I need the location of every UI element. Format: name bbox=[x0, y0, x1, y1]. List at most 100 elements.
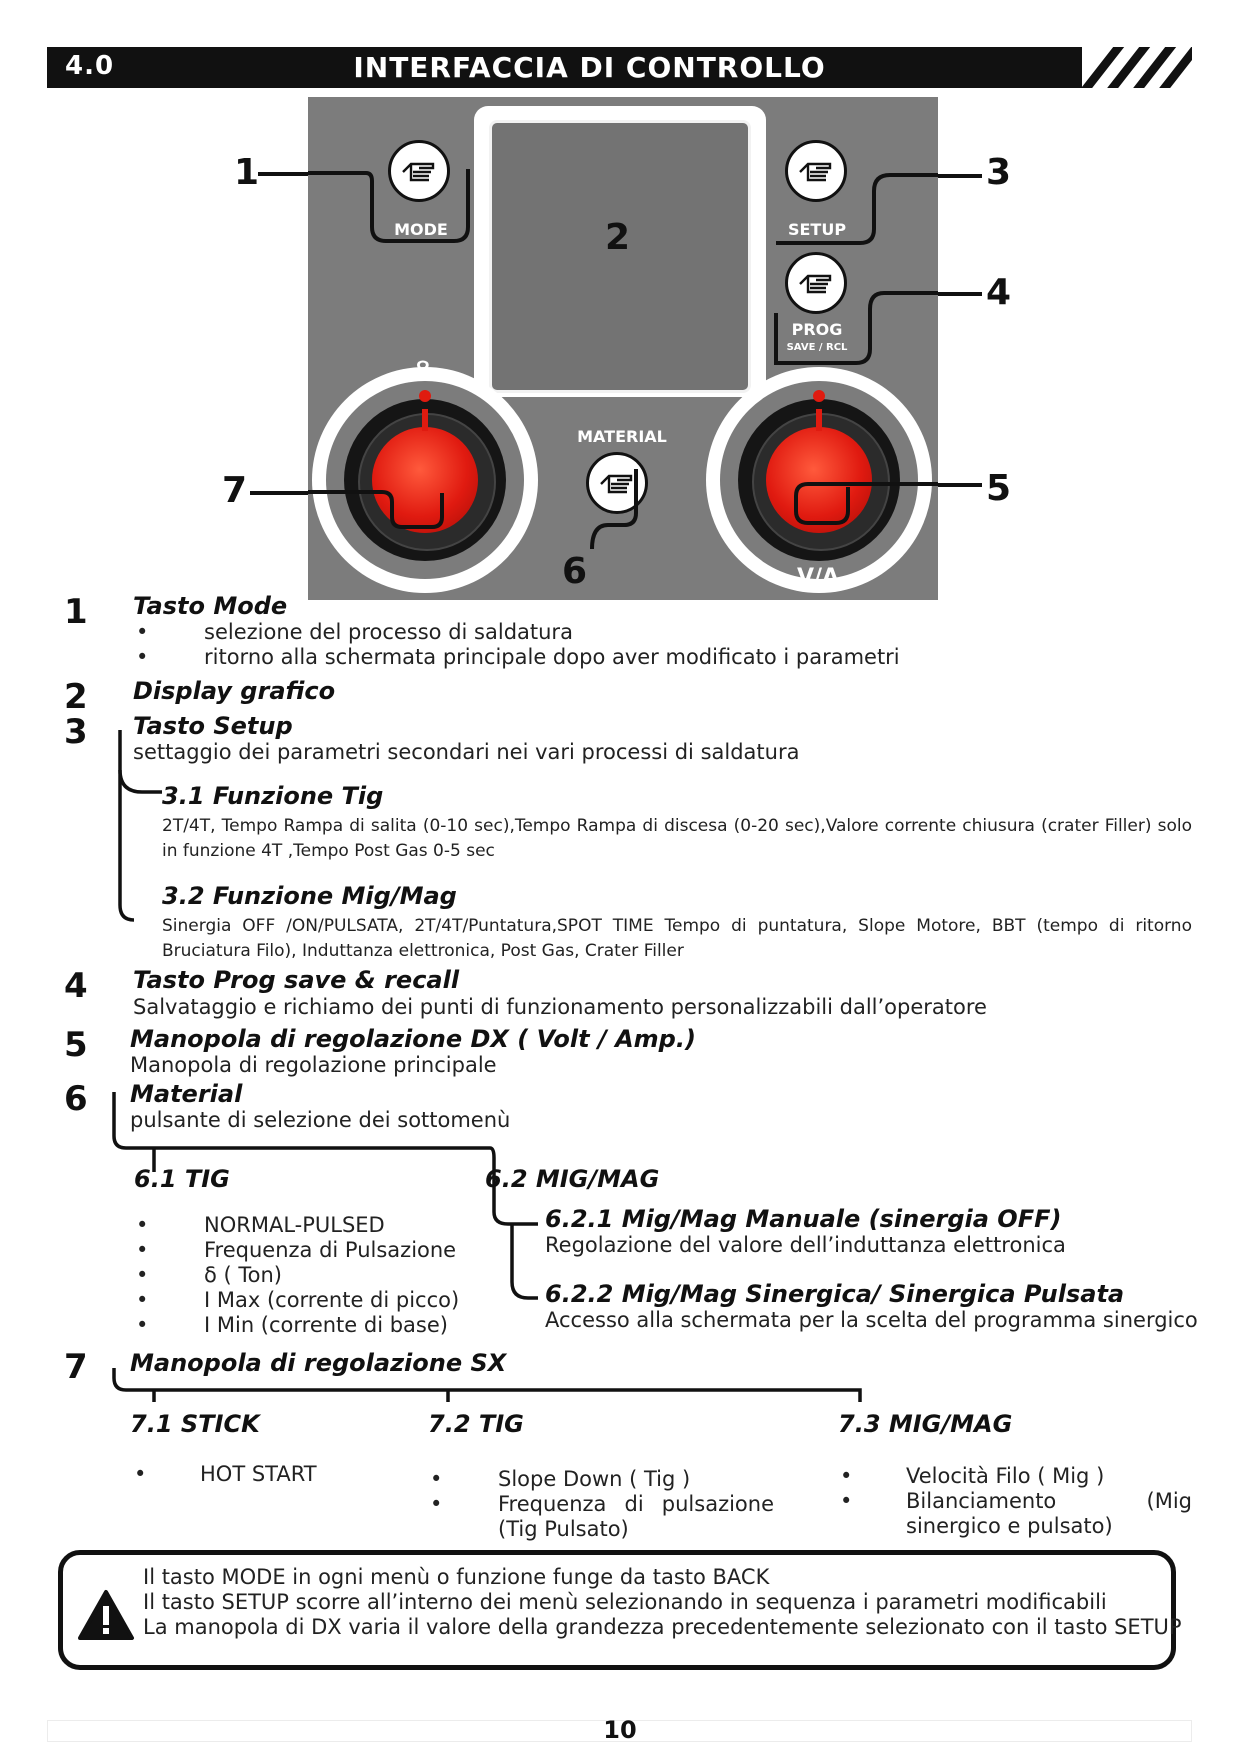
item-7-2-bullet: Slope Down ( Tig ) bbox=[498, 1467, 691, 1491]
item-1-number: 1 bbox=[64, 592, 88, 632]
warning-box: Il tasto MODE in ogni menù o funzione fu… bbox=[58, 1550, 1182, 1670]
item-7-number: 7 bbox=[64, 1347, 88, 1387]
bullet-dot: • bbox=[136, 645, 149, 669]
item-6-1-bullet: I Max (corrente di picco) bbox=[204, 1288, 460, 1312]
bullet-dot: • bbox=[136, 620, 149, 644]
item-7-2-title: 7.2 TIG bbox=[428, 1410, 524, 1438]
header-stripes bbox=[1074, 47, 1192, 88]
bullet-dot: • bbox=[136, 1288, 149, 1312]
bullet-dot: • bbox=[840, 1464, 853, 1488]
callout-6: 6 bbox=[562, 551, 588, 592]
left-knob-pointer bbox=[422, 409, 428, 431]
prog-button[interactable] bbox=[785, 252, 847, 314]
callout-3-leader bbox=[938, 174, 982, 178]
callout-5-leader bbox=[938, 483, 982, 487]
prog-button-label: PROG bbox=[791, 320, 843, 339]
item-6-description: pulsante di selezione dei sottomenù bbox=[130, 1108, 511, 1132]
page-number: 10 bbox=[603, 1716, 637, 1744]
item-7-bracket bbox=[112, 1368, 862, 1402]
graphic-display bbox=[489, 120, 751, 393]
callout-7: 7 bbox=[222, 470, 248, 511]
item-3-title: Tasto Setup bbox=[133, 712, 293, 740]
item-7-3-bullet: Velocità Filo ( Mig ) bbox=[906, 1464, 1105, 1488]
item-6-2-2-description: Accesso alla schermata per la scelta del… bbox=[545, 1308, 1198, 1332]
item-6-2-1-description: Regolazione del valore dell’induttanza e… bbox=[545, 1233, 1066, 1257]
item-1-bullet: ritorno alla schermata principale dopo a… bbox=[204, 645, 900, 669]
section-title: INTERFACCIA DI CONTROLLO bbox=[353, 51, 826, 84]
left-knob-indicator-dot bbox=[419, 390, 431, 402]
item-3-1-title: 3.1 Funzione Tig bbox=[162, 782, 384, 810]
item-6-title: Material bbox=[130, 1080, 243, 1108]
item-7-3-bullet: Bilanciamento (Mig sinergico e pulsato) bbox=[906, 1489, 1192, 1538]
bullet-dot: • bbox=[840, 1489, 853, 1513]
bullet-dot: • bbox=[430, 1467, 443, 1491]
warning-line: La manopola di DX varia il valore della … bbox=[143, 1615, 1182, 1639]
warning-triangle-icon bbox=[78, 1590, 134, 1640]
item-3-bracket bbox=[118, 730, 162, 922]
item-5-number: 5 bbox=[64, 1025, 88, 1065]
item-6-1-bullet: δ ( Ton) bbox=[204, 1263, 283, 1287]
bullet-dot: • bbox=[136, 1213, 149, 1237]
item-2-number: 2 bbox=[64, 677, 88, 717]
mode-button-label: MODE bbox=[394, 220, 448, 239]
material-button-label: MATERIAL bbox=[577, 427, 667, 446]
item-3-2-title: 3.2 Funzione Mig/Mag bbox=[162, 882, 457, 910]
item-6-1-bullet: NORMAL-PULSED bbox=[204, 1213, 385, 1237]
item-7-2-bullet: Frequenza di pulsazione (Tig Pulsato) bbox=[498, 1492, 774, 1541]
item-4-description: Salvataggio e richiamo dei punti di funz… bbox=[133, 995, 987, 1019]
item-6-1-bullet: Frequenza di Pulsazione bbox=[204, 1238, 457, 1262]
item-7-1-bullet: HOT START bbox=[200, 1462, 317, 1486]
item-6-bracket bbox=[112, 1092, 538, 1300]
callout-3: 3 bbox=[986, 152, 1012, 193]
callout-7-leader bbox=[250, 491, 308, 495]
item-3-description: settaggio dei parametri secondari nei va… bbox=[133, 740, 800, 764]
item-4-title: Tasto Prog save & recall bbox=[133, 966, 460, 994]
callout-4: 4 bbox=[986, 272, 1012, 313]
item-6-1-title: 6.1 TIG bbox=[134, 1165, 230, 1193]
item-6-2-title: 6.2 MIG/MAG bbox=[485, 1165, 660, 1193]
callout-5: 5 bbox=[986, 468, 1012, 509]
right-knob-indicator-dot bbox=[813, 390, 825, 402]
callout-4-leader bbox=[938, 292, 982, 296]
item-6-2-1-title: 6.2.1 Mig/Mag Manuale (sinergia OFF) bbox=[545, 1205, 1062, 1233]
prog-button-sublabel: SAVE / RCL bbox=[786, 342, 848, 353]
setup-button-label: SETUP bbox=[787, 220, 847, 239]
item-7-3-title: 7.3 MIG/MAG bbox=[838, 1410, 1013, 1438]
bullet-dot: • bbox=[430, 1492, 443, 1516]
item-1-title: Tasto Mode bbox=[133, 592, 288, 620]
section-header-bar: 4.0 INTERFACCIA DI CONTROLLO bbox=[47, 47, 1192, 88]
right-knob[interactable] bbox=[766, 427, 872, 533]
pointing-hand-icon bbox=[402, 162, 435, 182]
setup-button[interactable] bbox=[785, 140, 847, 202]
right-knob-label: V/A bbox=[796, 565, 840, 590]
bullet-dot: • bbox=[136, 1238, 149, 1262]
item-3-number: 3 bbox=[64, 712, 88, 752]
warning-line: Il tasto SETUP scorre all’interno dei me… bbox=[143, 1590, 1107, 1614]
panel-callout-lines bbox=[308, 169, 938, 550]
right-knob-pointer bbox=[816, 409, 822, 431]
item-3-1-text: 2T/4T, Tempo Rampa di salita (0-10 sec),… bbox=[162, 816, 1192, 861]
display-frame-bottom bbox=[474, 397, 766, 409]
mode-button[interactable] bbox=[388, 140, 450, 202]
item-3-2-text: Sinergia OFF /ON/PULSATA, 2T/4T/Puntatur… bbox=[162, 916, 1192, 961]
warning-line: Il tasto MODE in ogni menù o funzione fu… bbox=[143, 1565, 770, 1589]
pointing-hand-icon bbox=[799, 274, 832, 294]
item-2-title: Display grafico bbox=[133, 677, 336, 705]
item-6-1-bullet: I Min (corrente di base) bbox=[204, 1313, 448, 1337]
callout-2: 2 bbox=[605, 217, 631, 258]
item-4-number: 4 bbox=[64, 966, 88, 1006]
item-7-title: Manopola di regolazione SX bbox=[130, 1349, 507, 1377]
item-6-number: 6 bbox=[64, 1079, 88, 1119]
pointing-hand-icon bbox=[799, 162, 832, 182]
item-7-1-title: 7.1 STICK bbox=[130, 1410, 260, 1438]
callout-1-leader bbox=[258, 172, 308, 176]
item-5-title: Manopola di regolazione DX ( Volt / Amp.… bbox=[130, 1025, 696, 1053]
bullet-dot: • bbox=[136, 1263, 149, 1287]
footer-bar bbox=[47, 1720, 1192, 1742]
control-panel-illustration: ∞ V/A MODE SETUP PROG SAVE / RCL MATERIA… bbox=[308, 97, 938, 600]
bullet-dot: • bbox=[134, 1462, 147, 1486]
item-6-2-2-title: 6.2.2 Mig/Mag Sinergica/ Sinergica Pulsa… bbox=[545, 1280, 1125, 1308]
left-knob[interactable] bbox=[372, 427, 478, 533]
bullet-dot: • bbox=[136, 1313, 149, 1337]
item-5-description: Manopola di regolazione principale bbox=[130, 1053, 497, 1077]
